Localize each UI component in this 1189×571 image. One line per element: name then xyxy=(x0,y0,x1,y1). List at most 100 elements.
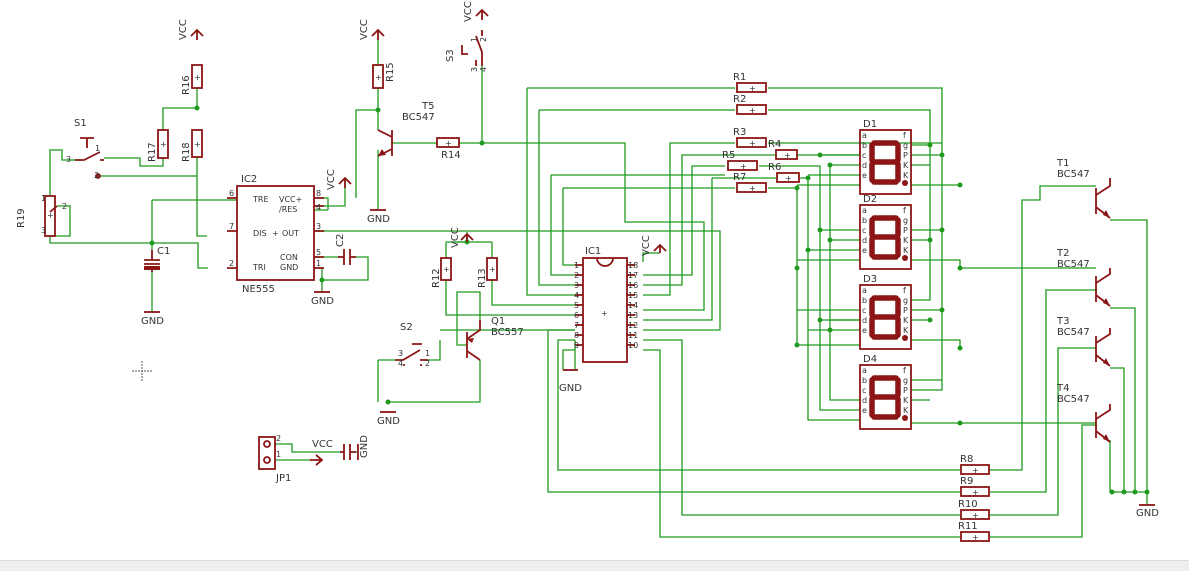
svg-text:+: + xyxy=(972,533,979,542)
svg-text:VCC: VCC xyxy=(641,235,652,256)
gnd-symbol: GND xyxy=(311,291,334,307)
svg-text:R16: R16 xyxy=(181,75,192,95)
display-pin-label: c xyxy=(862,151,866,160)
vcc-symbol: VCC xyxy=(463,1,489,22)
display-pin-label: c xyxy=(862,306,866,315)
display-pin-label: K xyxy=(903,171,909,180)
transistor-t3[interactable]: T3 BC547 xyxy=(1056,316,1111,367)
svg-text:C1: C1 xyxy=(157,246,170,257)
display-pin-label: P xyxy=(903,386,908,395)
svg-text:T3: T3 xyxy=(1056,316,1069,327)
svg-text:GND: GND xyxy=(367,214,390,225)
resistor-r16: +R16 xyxy=(181,64,203,95)
svg-text:GND: GND xyxy=(559,383,582,394)
transistor-q1[interactable]: Q1 BC557 xyxy=(466,316,524,361)
display-pin-label: K xyxy=(903,316,909,325)
display-pin-label: f xyxy=(903,131,906,140)
svg-text:R11: R11 xyxy=(958,521,978,532)
gnd-symbols: GND GND GND GND GND GND GND xyxy=(141,209,1159,519)
svg-text:+: + xyxy=(443,265,450,274)
svg-text:VCC+: VCC+ xyxy=(279,195,302,204)
resistor-r15: +R15 xyxy=(372,62,396,89)
transistor-t5[interactable]: T5 BC547 xyxy=(377,101,435,157)
display-label: D1 xyxy=(863,119,877,130)
display-pin-label: g xyxy=(903,216,908,225)
svg-text:T2: T2 xyxy=(1056,248,1069,259)
vcc-symbol: VCC xyxy=(641,235,667,256)
display-pin-label: b xyxy=(862,376,867,385)
switch-s3[interactable]: S3 3 4 1 2 xyxy=(445,30,488,72)
svg-text:S1: S1 xyxy=(74,118,87,129)
display-pin-label: K xyxy=(903,246,909,255)
display-pin-label: f xyxy=(903,206,906,215)
svg-text:2: 2 xyxy=(276,434,281,443)
switch-s1[interactable]: S1 3 1 2 xyxy=(66,118,104,180)
svg-text:R6: R6 xyxy=(768,162,781,173)
vcc-symbol: VCC xyxy=(450,227,474,248)
resistor-r6: +R6 xyxy=(768,162,800,183)
svg-text:VCC: VCC xyxy=(178,19,189,40)
resistors[interactable]: +R1 +R2 +R3 +R4 +R5 +R6 +R7 +R8 +R9 +R10… xyxy=(147,62,990,542)
svg-text:VCC: VCC xyxy=(326,169,337,190)
display-pin-label: a xyxy=(862,286,867,295)
svg-text:1: 1 xyxy=(95,144,100,153)
svg-text:/RES: /RES xyxy=(279,205,297,214)
display-pin-label: e xyxy=(862,406,867,415)
display-pin-label: c xyxy=(862,386,866,395)
svg-text:BC547: BC547 xyxy=(1057,259,1090,270)
ic1-pin-number: 5 xyxy=(574,301,579,310)
ic1-pin-number: 1 xyxy=(574,261,579,270)
svg-text:BC547: BC547 xyxy=(1057,394,1090,405)
wires xyxy=(49,40,1148,538)
svg-text:R3: R3 xyxy=(733,127,746,138)
display-label: D3 xyxy=(863,274,877,285)
svg-text:NE555: NE555 xyxy=(242,284,275,295)
display-pin-label: f xyxy=(903,286,906,295)
capacitor-c2[interactable]: C2 xyxy=(335,234,356,265)
switch-s2[interactable]: S2 3 4 1 2 xyxy=(395,322,430,368)
jp1-capacitor xyxy=(340,444,356,460)
svg-text:OUT: OUT xyxy=(282,229,299,238)
svg-text:CON: CON xyxy=(280,253,298,262)
resistor-r3: +R3 xyxy=(733,127,767,148)
svg-text:+: + xyxy=(194,140,201,149)
display-pin-label: a xyxy=(862,206,867,215)
svg-text:2: 2 xyxy=(229,259,234,268)
capacitor-c1[interactable]: C1 xyxy=(144,246,170,272)
svg-text:+: + xyxy=(749,106,756,115)
transistor-t2[interactable]: T2 BC547 xyxy=(1056,248,1111,307)
display-pin-label: K xyxy=(903,161,909,170)
seven-segment-displays[interactable]: D1abcdefgPKKD2abcdefgPKKD3abcdefgPKKD4ab… xyxy=(859,119,912,430)
svg-text:Q1: Q1 xyxy=(491,316,505,327)
display-pin-label: d xyxy=(862,396,867,405)
transistor-t4[interactable]: T4 BC547 xyxy=(1056,383,1111,443)
svg-text:+: + xyxy=(272,229,279,238)
svg-text:+: + xyxy=(784,151,791,160)
svg-text:2: 2 xyxy=(94,171,99,180)
svg-text:T1: T1 xyxy=(1056,158,1069,169)
resistor-r11: +R11 xyxy=(958,521,990,542)
ic1-pin-number: 15 xyxy=(628,291,638,300)
ic2-ne555[interactable]: IC2 NE555 TRE VCC+ /RES DIS OUT TRI CON … xyxy=(227,174,324,295)
svg-text:6: 6 xyxy=(229,189,234,198)
display-pin-label: P xyxy=(903,151,908,160)
svg-text:+: + xyxy=(972,466,979,475)
potentiometer-r19[interactable]: + 1 2 3 R19 xyxy=(16,194,67,237)
transistor-t1[interactable]: T1 BC547 xyxy=(1056,158,1111,219)
ic1-pin-number: 18 xyxy=(628,261,638,270)
resistor-r10: +R10 xyxy=(958,499,990,520)
gnd-symbol: GND xyxy=(377,411,400,427)
jumper-jp1[interactable]: 2 1 JP1 VCC xyxy=(258,434,333,484)
display-pin-label: K xyxy=(903,406,909,415)
svg-text:VCC: VCC xyxy=(312,439,333,450)
display-pin-label: e xyxy=(862,246,867,255)
svg-text:R14: R14 xyxy=(441,150,461,161)
svg-text:GND: GND xyxy=(311,296,334,307)
svg-text:BC547: BC547 xyxy=(1057,327,1090,338)
ic1-pin-number: 17 xyxy=(628,271,638,280)
ic1-pin-number: 16 xyxy=(628,281,638,290)
display-dot xyxy=(902,415,908,421)
